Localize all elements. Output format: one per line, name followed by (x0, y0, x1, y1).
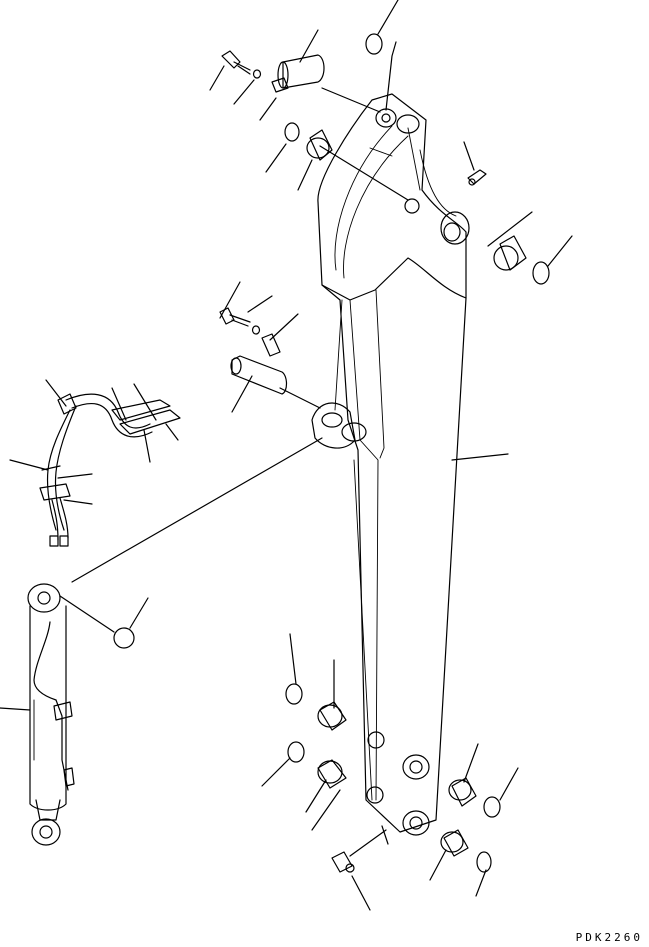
arm-body (311, 93, 470, 836)
lock-plate-top (271, 77, 289, 93)
grease-fitting-bottom (331, 851, 355, 873)
pin-middle (230, 355, 288, 395)
pin-top (277, 54, 325, 89)
shim-top (365, 33, 383, 55)
washer-middle (251, 325, 261, 335)
bushing-lower-right-2 (440, 829, 469, 857)
ring-upper-left (284, 122, 300, 142)
hydraulic-cylinder (27, 583, 75, 846)
ring-lower-left-2 (287, 741, 305, 763)
lock-plate-middle (261, 333, 281, 357)
washer-top (252, 69, 262, 79)
grease-fitting (467, 169, 487, 186)
bushing-right-top (493, 235, 527, 271)
ring-lower-right-1 (483, 796, 501, 818)
ring-lower-right-2 (476, 851, 492, 873)
bushing-lower-right-1 (448, 777, 477, 807)
ring-lower-left-1 (285, 683, 303, 705)
leader-lines (0, 0, 573, 911)
bushing-upper (306, 129, 333, 161)
bushing-lower-left-1 (317, 701, 347, 731)
shim-cylinder (113, 627, 135, 649)
bushing-lower-left-2 (317, 759, 347, 789)
hose-assembly (39, 393, 181, 547)
ring-right-top (532, 261, 550, 285)
bolt-top (221, 50, 251, 75)
drawing-code: PDK2260 (575, 931, 643, 944)
